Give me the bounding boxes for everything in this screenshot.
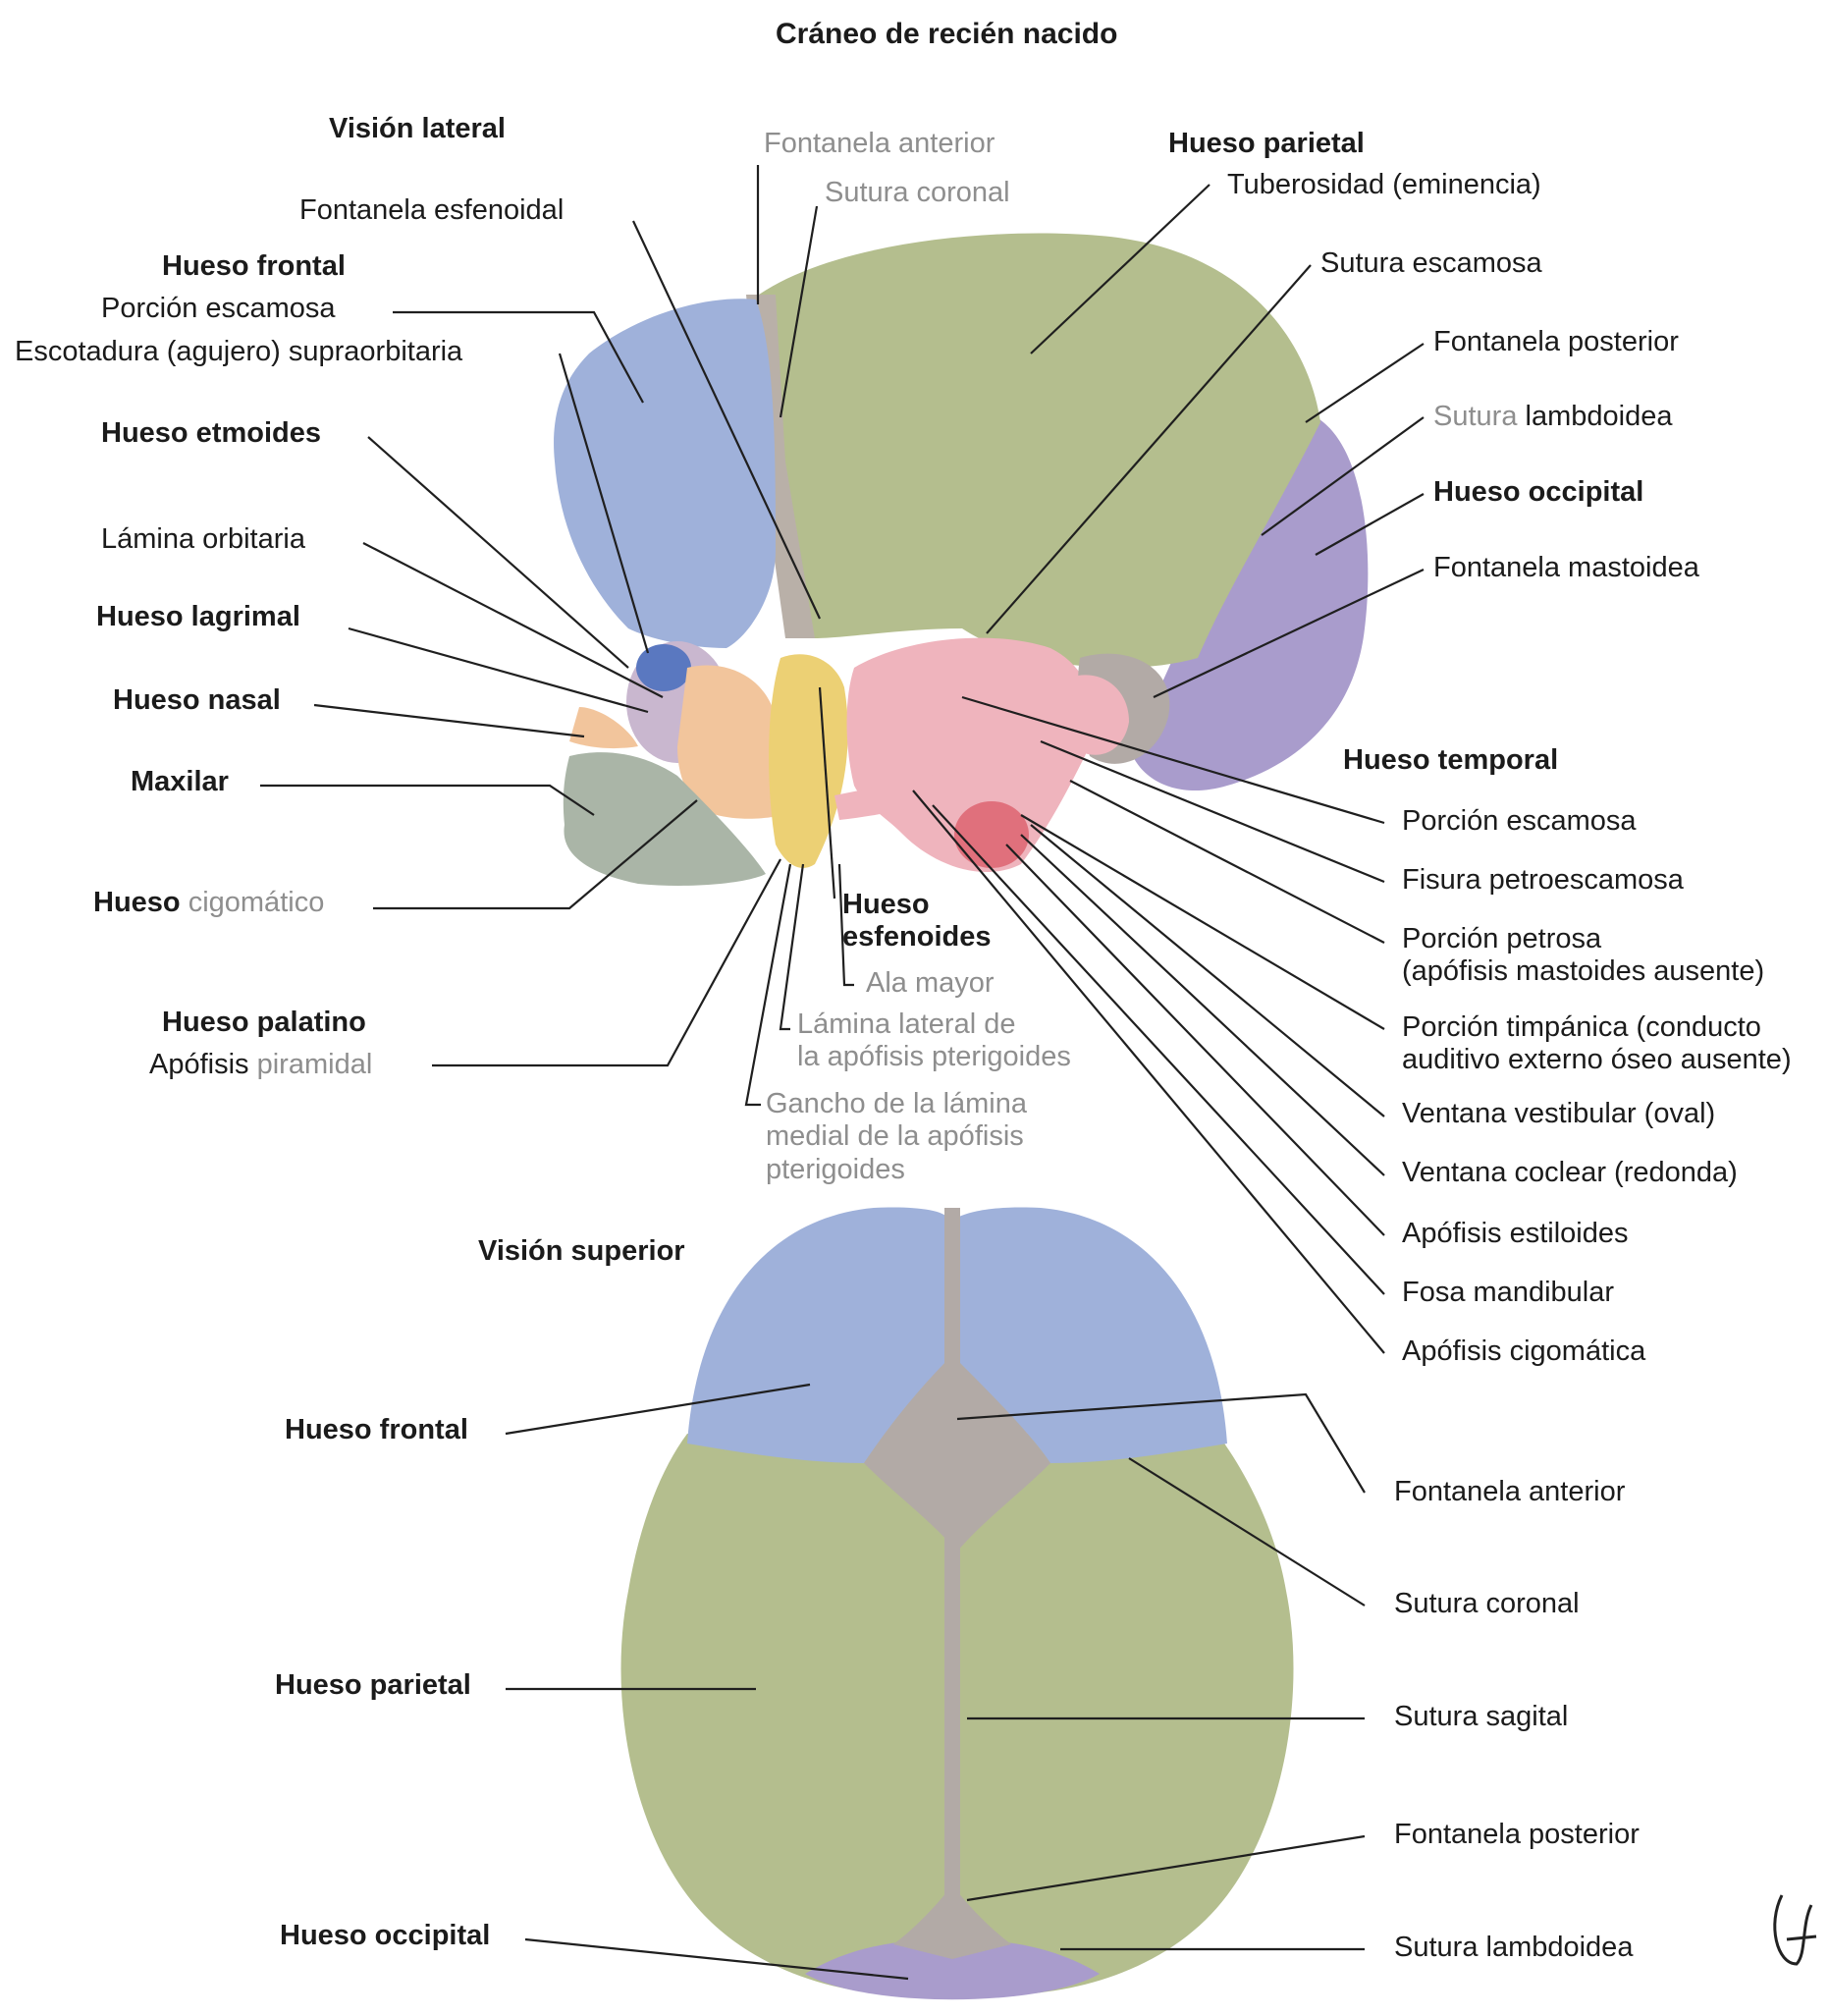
label-t-vestibular: Ventana vestibular (oval) — [1402, 1098, 1715, 1130]
label-t-coclear: Ventana coclear (redonda) — [1402, 1157, 1738, 1189]
label-sutura-coronal-lat: Sutura coronal — [825, 177, 1010, 209]
label-escotadura: Escotadura (agujero) supraorbitaria — [15, 336, 462, 368]
label-gancho: Gancho de la lámina medial de la apófisi… — [766, 1088, 1100, 1186]
label-hueso-palatino: Hueso palatino — [162, 1007, 366, 1039]
label-t-petrosa-line2: (apófisis mastoides ausente) — [1402, 955, 1824, 988]
label-sup-hueso-parietal: Hueso parietal — [275, 1669, 471, 1702]
label-fontanela-esfenoidal: Fontanela esfenoidal — [299, 194, 564, 227]
label-esfenoides-line1: Hueso — [842, 889, 1039, 921]
label-t-fosa: Fosa mandibular — [1402, 1277, 1614, 1309]
label-lamina-orbitaria: Lámina orbitaria — [101, 523, 305, 556]
label-apofisis-bold: Apófisis — [149, 1049, 249, 1080]
diagram-title: Cráneo de recién nacido — [776, 18, 1117, 52]
parietal-bone-superior-right — [957, 1434, 1294, 1995]
label-tuberosidad: Tuberosidad (eminencia) — [1227, 169, 1541, 201]
lateral-view-heading: Visión lateral — [329, 113, 506, 145]
label-hueso-nasal: Hueso nasal — [113, 684, 281, 717]
label-hueso-etmoides: Hueso etmoides — [101, 417, 321, 450]
label-apofisis-gray: piramidal — [257, 1049, 373, 1080]
label-gancho-line3: pterigoides — [766, 1154, 1100, 1186]
lateral-skull — [554, 234, 1368, 886]
label-t-cigomatica: Apófisis cigomática — [1402, 1335, 1645, 1368]
superior-skull — [621, 1207, 1294, 1999]
label-cigomatico-bold: Hueso — [93, 887, 181, 918]
label-t-estiloides: Apófisis estiloides — [1402, 1218, 1629, 1250]
leader-apofisis-piramidal — [432, 859, 780, 1065]
leader-hueso-nasal — [314, 705, 584, 736]
label-fontanela-anterior-lat: Fontanela anterior — [764, 128, 995, 160]
orbit-lacrimal — [636, 644, 691, 691]
signature-mark — [1775, 1895, 1816, 1964]
leader-t-timpanica — [1021, 815, 1384, 1029]
label-sup-fontanela-anterior: Fontanela anterior — [1394, 1476, 1625, 1508]
frontal-bone-lateral — [554, 299, 776, 648]
label-hueso-esfenoides: Hueso esfenoides — [842, 889, 1039, 954]
label-fontanela-mastoidea: Fontanela mastoidea — [1433, 552, 1699, 584]
label-lamina-lateral-line1: Lámina lateral de — [797, 1008, 1151, 1041]
leader-maxilar — [260, 786, 594, 815]
label-sup-sutura-sagital: Sutura sagital — [1394, 1701, 1568, 1733]
parietal-bone-superior-left — [621, 1434, 948, 1995]
label-t-fisura: Fisura petroescamosa — [1402, 864, 1684, 897]
label-esfenoides-line2: esfenoides — [842, 921, 1039, 954]
label-sutura-lambdoidea-gray: Sutura — [1433, 401, 1517, 432]
leader-hueso-lagrimal — [349, 628, 648, 712]
label-gancho-line1: Gancho de la lámina — [766, 1088, 1100, 1120]
label-lamina-lateral-line2: la apófisis pterigoides — [797, 1041, 1151, 1073]
label-lamina-lateral: Lámina lateral de la apófisis pterigoide… — [797, 1008, 1151, 1074]
label-t-petrosa-line1: Porción petrosa — [1402, 923, 1824, 955]
label-ala-mayor: Ala mayor — [866, 967, 995, 1000]
leader-fontanela-posterior-lat — [1306, 344, 1424, 422]
tympanic-region — [954, 801, 1029, 868]
label-t-porcion-escamosa: Porción escamosa — [1402, 805, 1637, 838]
leader-gancho — [746, 864, 790, 1105]
label-hueso-temporal: Hueso temporal — [1343, 744, 1558, 777]
label-t-timpanica-line1: Porción timpánica (conducto — [1402, 1011, 1824, 1044]
label-sutura-lambdoidea-lat: Sutura lambdoidea — [1433, 401, 1672, 433]
label-sup-fontanela-posterior: Fontanela posterior — [1394, 1819, 1640, 1851]
label-sup-hueso-occipital: Hueso occipital — [280, 1920, 490, 1952]
label-cigomatico-gray: cigomático — [188, 887, 325, 918]
label-t-timpanica-line2: auditivo externo óseo ausente) — [1402, 1044, 1824, 1076]
label-hueso-lagrimal: Hueso lagrimal — [96, 601, 300, 633]
label-gancho-line2: medial de la apófisis — [766, 1120, 1100, 1153]
label-hueso-cigomatico: Hueso cigomático — [93, 887, 324, 919]
label-sup-sutura-coronal: Sutura coronal — [1394, 1588, 1580, 1620]
label-hueso-frontal-lat: Hueso frontal — [162, 250, 346, 283]
label-porcion-escamosa-frontal: Porción escamosa — [101, 293, 336, 325]
label-maxilar: Maxilar — [131, 766, 229, 798]
sagittal-suture-superior — [944, 1208, 960, 1974]
label-sup-hueso-frontal: Hueso frontal — [285, 1414, 468, 1446]
label-sutura-escamosa: Sutura escamosa — [1320, 247, 1542, 280]
superior-view-heading: Visión superior — [478, 1235, 685, 1268]
label-fontanela-posterior-lat: Fontanela posterior — [1433, 326, 1679, 358]
label-t-petrosa: Porción petrosa (apófisis mastoides ause… — [1402, 923, 1824, 989]
label-apofisis-piramidal: Apófisis piramidal — [149, 1049, 372, 1081]
label-sup-sutura-lambdoidea: Sutura lambdoidea — [1394, 1932, 1633, 1964]
label-hueso-occipital-lat: Hueso occipital — [1433, 476, 1643, 509]
label-hueso-parietal-lat: Hueso parietal — [1168, 128, 1365, 160]
label-t-timpanica: Porción timpánica (conducto auditivo ext… — [1402, 1011, 1824, 1077]
sphenoid-bone-lateral — [769, 654, 848, 868]
leader-lamina-lateral — [780, 864, 803, 1029]
label-sutura-lambdoidea-dark: lambdoidea — [1526, 401, 1673, 432]
